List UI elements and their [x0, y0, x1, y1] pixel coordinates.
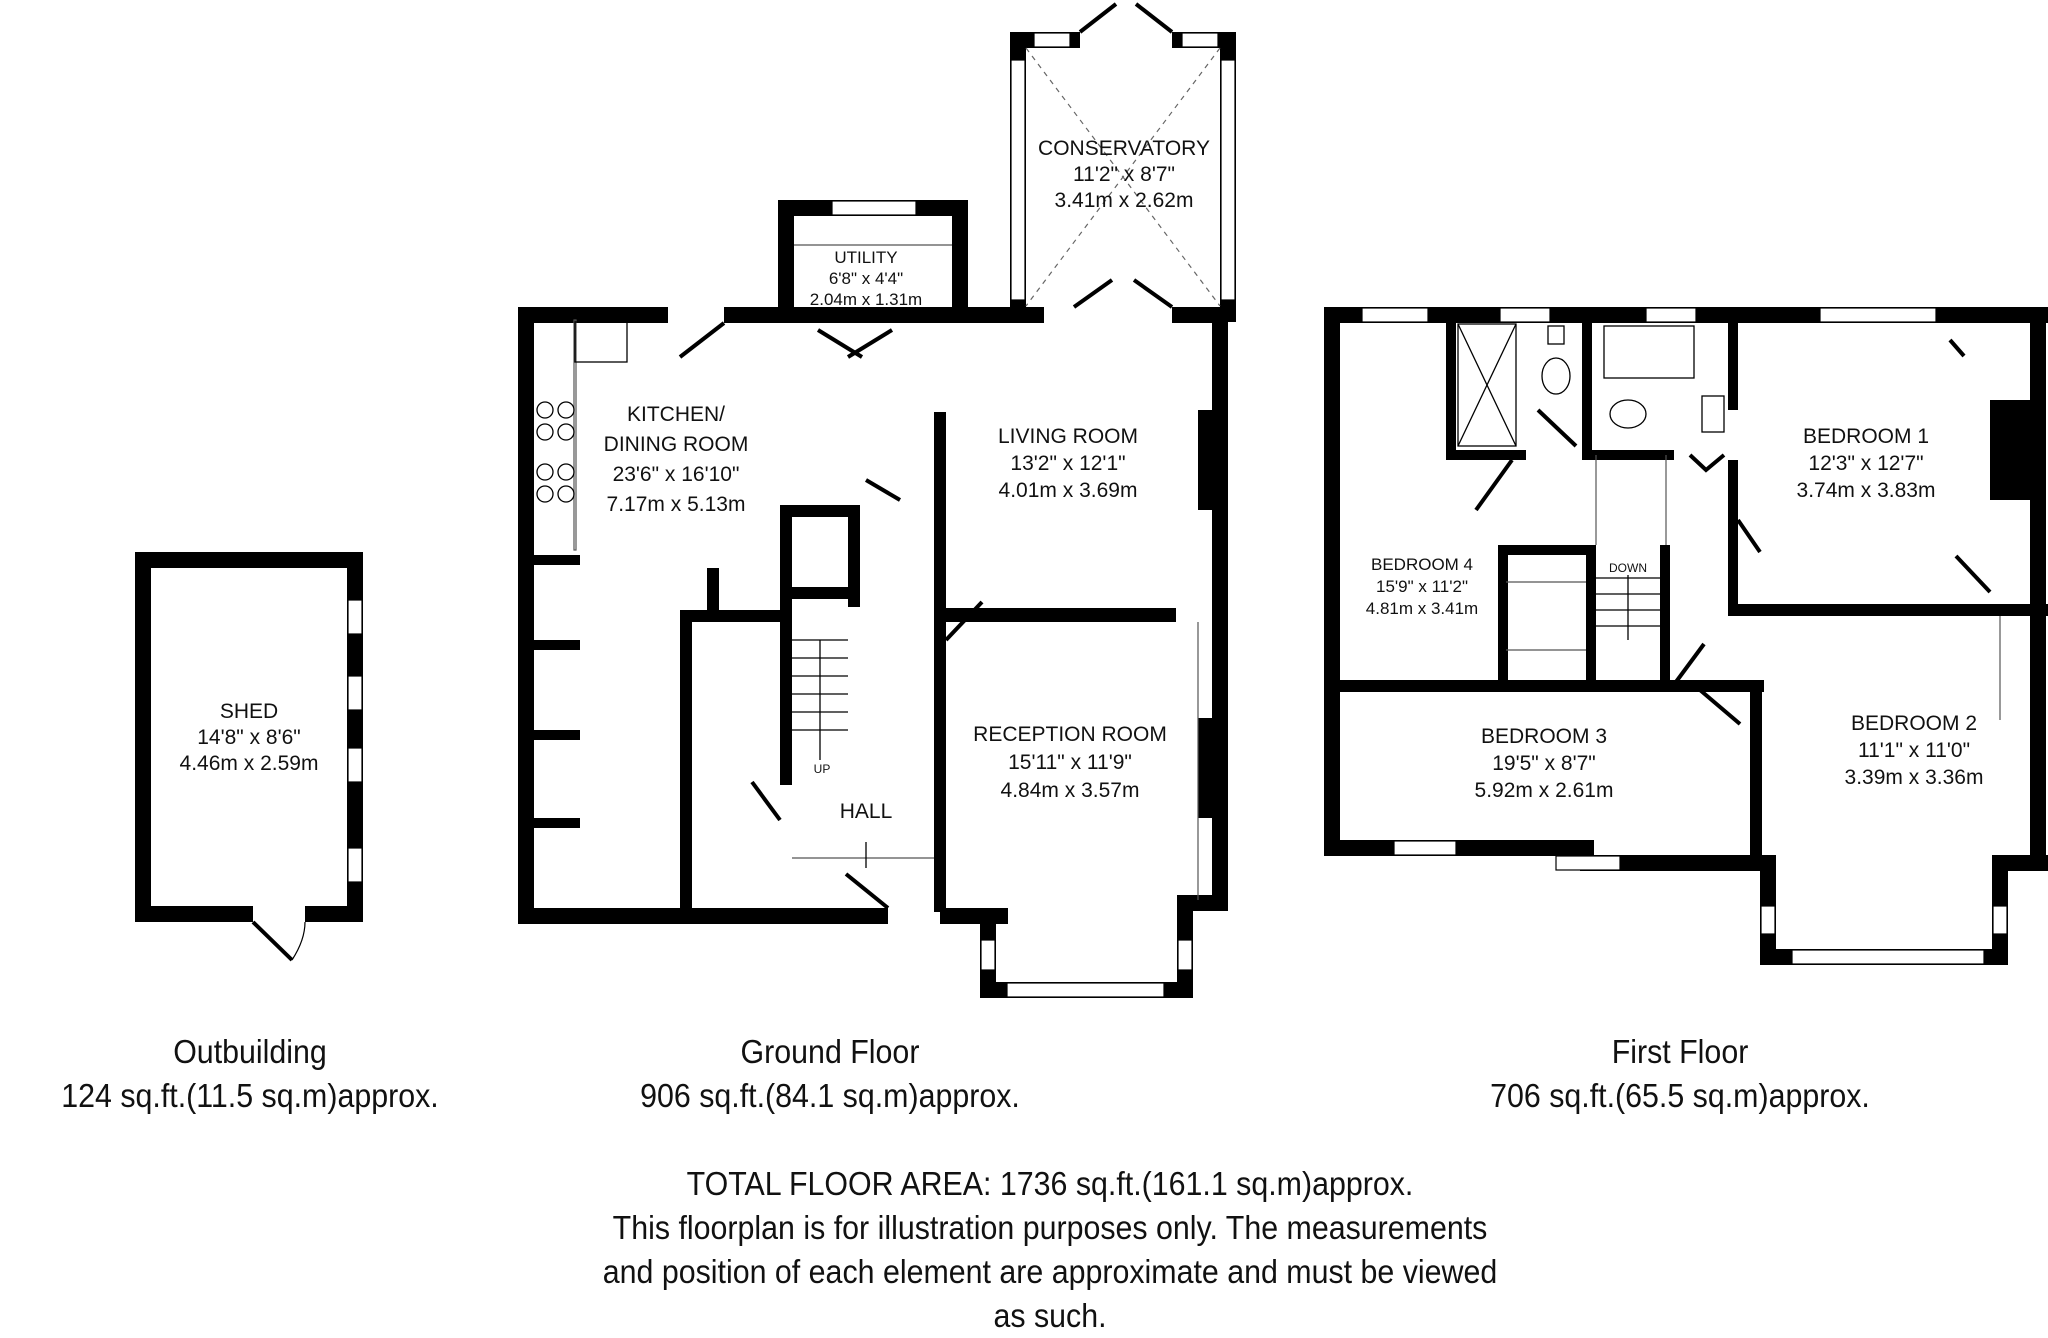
room-name: BEDROOM 1: [1803, 425, 1929, 448]
ground-floor-plan: CONSERVATORY 11'2" x 8'7" 3.41m x 2.62m …: [518, 2, 1236, 998]
floor-area: 706 sq.ft.(65.5 sq.m)approx.: [1490, 1077, 1870, 1114]
room-name: BEDROOM 3: [1481, 725, 1607, 748]
shed-plan: SHED 14'8" x 8'6" 4.46m x 2.59m: [135, 552, 363, 962]
room-imperial: 14'8" x 8'6": [197, 726, 301, 749]
disclaimer-line: This floorplan is for illustration purpo…: [612, 1209, 1488, 1246]
room-metric: 4.46m x 2.59m: [180, 752, 319, 775]
total-floor-area: TOTAL FLOOR AREA: 1736 sq.ft.(161.1 sq.m…: [686, 1165, 1414, 1202]
room-name: UTILITY: [834, 248, 897, 267]
room-name: HALL: [840, 800, 893, 823]
room-name: LIVING ROOM: [998, 425, 1138, 448]
floor-name: First Floor: [1611, 1033, 1749, 1070]
room-metric: 3.39m x 3.36m: [1845, 766, 1984, 789]
stairs-label: UP: [814, 762, 831, 776]
room-metric: 4.84m x 3.57m: [1001, 779, 1140, 802]
room-name: SHED: [220, 700, 278, 723]
room-metric: 5.92m x 2.61m: [1475, 779, 1614, 802]
floor-area: 906 sq.ft.(84.1 sq.m)approx.: [640, 1077, 1020, 1114]
room-metric: 7.17m x 5.13m: [607, 493, 746, 516]
disclaimer-line: as such.: [993, 1297, 1107, 1334]
disclaimer-line: and position of each element are approxi…: [602, 1253, 1498, 1290]
room-metric: 2.04m x 1.31m: [810, 290, 922, 309]
floor-name: Outbuilding: [173, 1033, 327, 1070]
room-imperial: 15'11" x 11'9": [1008, 751, 1132, 774]
outbuilding-caption: Outbuilding 124 sq.ft.(11.5 sq.m)approx.: [20, 1030, 480, 1118]
room-imperial: 11'1" x 11'0": [1858, 739, 1970, 762]
room-metric: 3.41m x 2.62m: [1055, 189, 1194, 212]
room-name: BEDROOM 2: [1851, 712, 1977, 735]
floor-area: 124 sq.ft.(11.5 sq.m)approx.: [61, 1077, 439, 1114]
room-name: CONSERVATORY: [1038, 137, 1210, 160]
room-imperial: 15'9" x 11'2": [1376, 577, 1468, 596]
room-name: DINING ROOM: [604, 433, 749, 456]
room-imperial: 13'2" x 12'1": [1010, 452, 1125, 475]
room-name: BEDROOM 4: [1371, 555, 1473, 574]
stairs-label: DOWN: [1609, 561, 1647, 575]
first-floor-plan: BEDROOM 1 12'3" x 12'7" 3.74m x 3.83m BE…: [1324, 307, 2048, 965]
room-imperial: 12'3" x 12'7": [1808, 452, 1923, 475]
floor-name: Ground Floor: [740, 1033, 920, 1070]
room-metric: 4.01m x 3.69m: [999, 479, 1138, 502]
room-metric: 3.74m x 3.83m: [1797, 479, 1936, 502]
room-imperial: 19'5" x 8'7": [1492, 752, 1596, 775]
room-imperial: 11'2" x 8'7": [1073, 163, 1175, 186]
first-floor-caption: First Floor 706 sq.ft.(65.5 sq.m)approx.: [1450, 1030, 1910, 1118]
ground-floor-caption: Ground Floor 906 sq.ft.(84.1 sq.m)approx…: [600, 1030, 1060, 1118]
room-metric: 4.81m x 3.41m: [1366, 599, 1478, 618]
room-name: RECEPTION ROOM: [973, 723, 1167, 746]
room-imperial: 23'6" x 16'10": [613, 463, 740, 486]
room-imperial: 6'8" x 4'4": [829, 269, 903, 288]
room-name-line1: KITCHEN/: [627, 403, 725, 426]
footer-notes: TOTAL FLOOR AREA: 1736 sq.ft.(161.1 sq.m…: [470, 1162, 1629, 1338]
